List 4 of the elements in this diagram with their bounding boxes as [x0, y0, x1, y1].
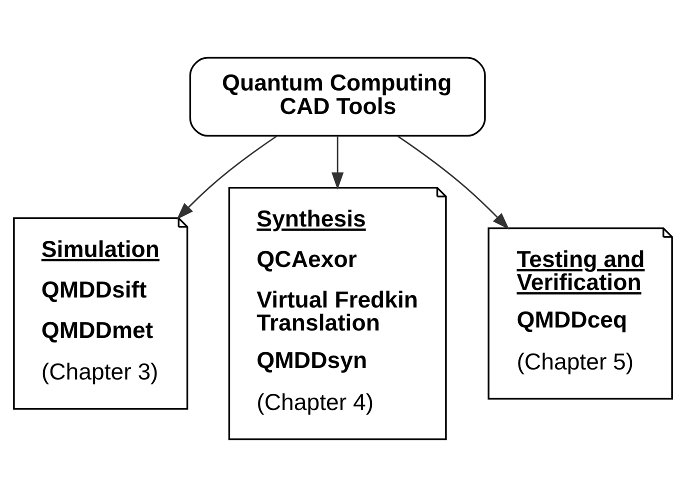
- node-box: Quantum Computing CAD Tools: [189, 56, 486, 136]
- arrow: [176, 134, 278, 220]
- arrow: [397, 135, 510, 230]
- arrow: [332, 135, 344, 190]
